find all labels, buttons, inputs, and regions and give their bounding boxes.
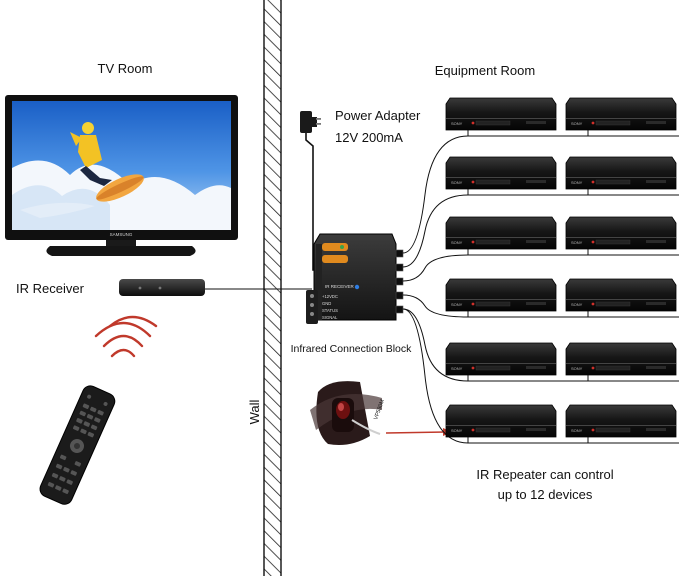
row-wire-3 — [402, 254, 469, 282]
device-4: SONY — [565, 156, 677, 190]
device-brand: SONY — [571, 240, 583, 245]
device-brand: SONY — [451, 366, 463, 371]
tv-brand: SAMSUNG — [110, 232, 133, 237]
device-wire-3 — [467, 189, 501, 196]
block-terminal-4: SIGNAL — [322, 315, 338, 320]
ir-emitter-closeup — [310, 381, 382, 445]
device-brand: SONY — [571, 302, 583, 307]
device-wire-9 — [467, 375, 501, 382]
device-wire-7 — [467, 311, 501, 318]
device-brand: SONY — [451, 240, 463, 245]
block-receiver-port-label: IR RECEIVER — [325, 284, 355, 289]
block-terminal-3: STATUS — [322, 308, 338, 313]
block-terminal-1: +12VDC — [322, 294, 338, 299]
television: SAMSUNG — [5, 95, 238, 256]
device-wire-12 — [587, 437, 679, 444]
row-wire-1 — [402, 135, 469, 254]
connection-block: IR RECEIVER +12VDC GND STATUS SIGNAL — [306, 233, 404, 324]
wall — [263, 0, 282, 576]
block-terminal-2: GND — [322, 301, 331, 306]
connection-block-label: Infrared Connection Block — [291, 343, 413, 355]
repeater-caption-line2: up to 12 devices — [498, 487, 593, 502]
ir-receiver-label: IR Receiver — [16, 281, 85, 296]
power-adapter-spec: 12V 200mA — [335, 130, 403, 145]
row-wire-5 — [402, 308, 469, 382]
device-11: SONY — [445, 404, 557, 438]
device-wire-1 — [467, 130, 501, 137]
device-wire-8 — [587, 311, 679, 318]
power-adapter-label: Power Adapter — [335, 108, 421, 123]
device-7: SONY — [445, 278, 557, 312]
tv-screen-image — [12, 122, 231, 230]
equipment-room-title: Equipment Room — [435, 63, 535, 78]
status-leds — [322, 243, 360, 290]
device-brand: SONY — [571, 428, 583, 433]
emitter-beam-arrow — [385, 428, 452, 436]
device-brand: SONY — [451, 180, 463, 185]
device-8: SONY — [565, 278, 677, 312]
device-5: SONY — [445, 216, 557, 250]
emitter-wiring — [402, 130, 679, 444]
tv-room-title: TV Room — [98, 61, 153, 76]
device-brand: SONY — [571, 121, 583, 126]
device-wire-2 — [587, 130, 679, 137]
ir-receiver — [119, 279, 205, 296]
device-9: SONY — [445, 342, 557, 376]
row-wire-6 — [402, 308, 469, 444]
row-wire-2 — [402, 194, 469, 268]
row-wire-4 — [402, 294, 469, 318]
device-brand: SONY — [451, 302, 463, 307]
device-wire-4 — [587, 189, 679, 196]
device-wire-5 — [467, 249, 501, 256]
wall-label: Wall — [247, 399, 262, 424]
device-brand: SONY — [571, 180, 583, 185]
device-12: SONY — [565, 404, 677, 438]
remote-signal-waves — [94, 315, 158, 358]
device-brand: SONY — [571, 366, 583, 371]
device-wire-6 — [587, 249, 679, 256]
device-10: SONY — [565, 342, 677, 376]
device-6: SONY — [565, 216, 677, 250]
device-brand: SONY — [451, 428, 463, 433]
repeater-caption-line1: IR Repeater can control — [476, 467, 613, 482]
remote-control — [39, 385, 116, 505]
device-wire-10 — [587, 375, 679, 382]
emitter-ports — [395, 249, 404, 314]
device-1: SONY — [445, 97, 557, 131]
device-2: SONY — [565, 97, 677, 131]
device-wire-11 — [467, 437, 501, 444]
device-brand: SONY — [451, 121, 463, 126]
device-grid: SONY SONY SONY SONY SONY SONY SONY SONY SONY SONY… — [445, 97, 677, 438]
device-3: SONY — [445, 156, 557, 190]
